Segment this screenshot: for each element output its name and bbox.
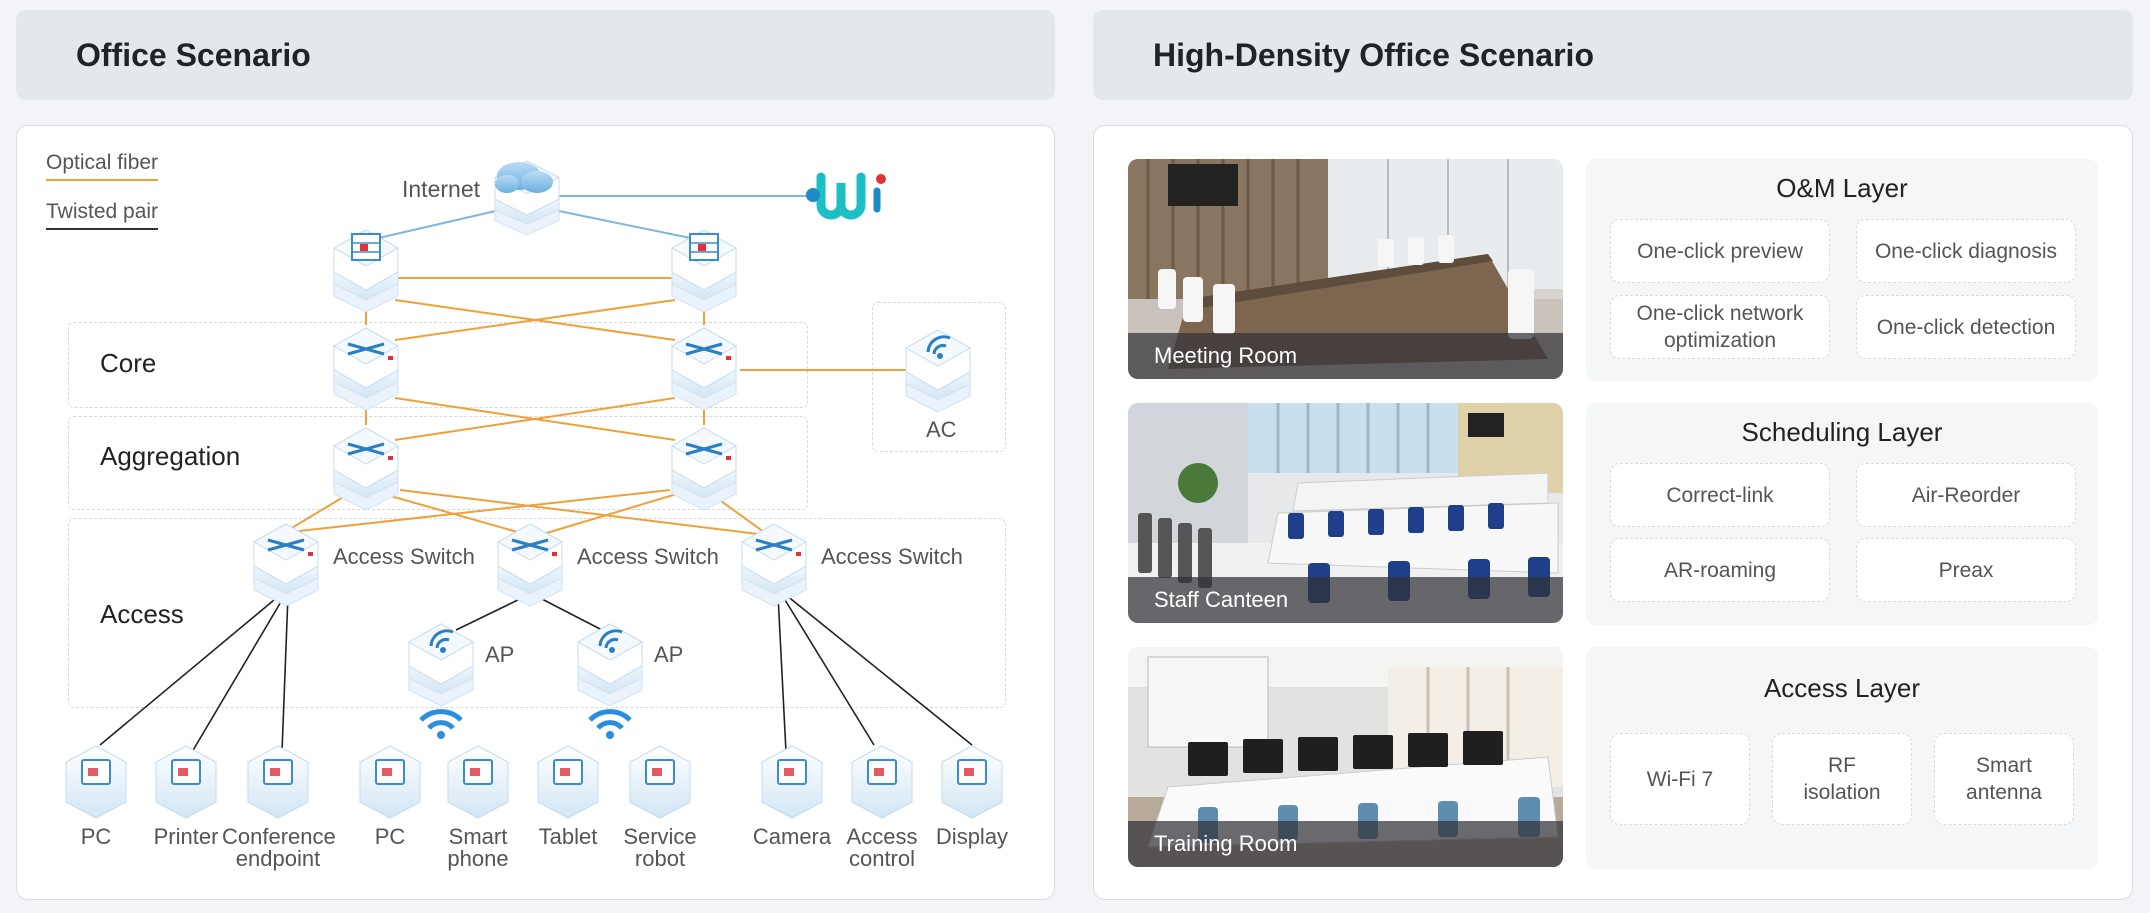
core-switch-left-icon bbox=[334, 328, 398, 410]
one-click-diagnosis: One-click diagnosis bbox=[1856, 219, 2076, 283]
access-layer-title: Access Layer bbox=[1763, 673, 1921, 703]
smart-antenna: Smart antenna bbox=[1934, 733, 2074, 825]
service-robot-icon bbox=[629, 745, 691, 819]
camera-icon bbox=[761, 745, 823, 819]
ac-zone bbox=[872, 302, 1006, 452]
aggregation-label: Aggregation bbox=[100, 441, 241, 471]
wifi-7: Wi-Fi 7 bbox=[1610, 733, 1750, 825]
internet-label: Internet bbox=[402, 176, 480, 202]
camera-label: Camera bbox=[752, 824, 832, 849]
air-reorder: Air-Reorder bbox=[1856, 463, 2076, 527]
aggregation-switch-left-icon bbox=[334, 428, 398, 510]
cloud-icon bbox=[494, 160, 560, 236]
om-layer: O&M Layer One-click preview One-click di… bbox=[1586, 159, 2098, 381]
printer-icon bbox=[155, 745, 217, 819]
access-switch-3-label: Access Switch bbox=[821, 544, 963, 569]
scheduling-layer: Scheduling Layer Correct-link Air-Reorde… bbox=[1586, 403, 2098, 625]
correct-link: Correct-link bbox=[1610, 463, 1830, 527]
antenna-line-2: antenna bbox=[1966, 781, 2042, 804]
tablet-icon bbox=[537, 745, 599, 819]
access-control-icon bbox=[851, 745, 913, 819]
access-switch-2-label: Access Switch bbox=[577, 544, 719, 569]
one-click-network-optimization: One-click network optimization bbox=[1610, 295, 1830, 359]
firewall-left-icon bbox=[334, 230, 398, 312]
conference-endpoint-icon bbox=[247, 745, 309, 819]
smartphone-label-2: phone bbox=[447, 846, 509, 871]
display-icon bbox=[941, 745, 1003, 819]
meeting-room-caption: Meeting Room bbox=[1128, 333, 1563, 379]
access-control-label-2: control bbox=[848, 846, 916, 871]
conference-endpoint-label-2: endpoint bbox=[235, 846, 321, 871]
left-panel-title: Office Scenario bbox=[76, 37, 311, 73]
staff-canteen-caption: Staff Canteen bbox=[1128, 577, 1563, 623]
pc-label: PC bbox=[80, 824, 112, 849]
access-control-label-1: Access bbox=[846, 824, 918, 849]
service-robot-label-1: Service bbox=[623, 824, 697, 849]
rf-isolation: RF isolation bbox=[1772, 733, 1912, 825]
legend-twisted-label: Twisted pair bbox=[46, 200, 159, 223]
tablet-label: Tablet bbox=[538, 824, 598, 849]
left-panel-header: Office Scenario bbox=[16, 10, 1055, 100]
training-room-caption: Training Room bbox=[1128, 821, 1563, 867]
access-zone bbox=[68, 518, 1006, 708]
display-label: Display bbox=[935, 824, 1009, 849]
ac-icon bbox=[906, 330, 970, 412]
core-zone bbox=[68, 322, 808, 408]
ap-1-label: AP bbox=[485, 642, 515, 667]
rf-line-2: isolation bbox=[1803, 781, 1881, 804]
uplink-lines bbox=[369, 195, 815, 241]
ap-1-icon bbox=[409, 624, 473, 706]
conference-endpoint-label-1: Conference bbox=[222, 824, 336, 849]
wifi-signal-2-icon bbox=[590, 712, 630, 739]
access-switch-2-icon bbox=[498, 524, 562, 606]
access-switch-3-icon bbox=[742, 524, 806, 606]
training-room-photo: Training Room bbox=[1128, 647, 1563, 867]
ap-2-icon bbox=[578, 624, 642, 706]
access-label: Access bbox=[100, 599, 184, 629]
smartphone-label-1: Smart bbox=[448, 824, 508, 849]
one-click-detection: One-click detection bbox=[1856, 295, 2076, 359]
om-feature-line-1: One-click network bbox=[1636, 302, 1804, 325]
staff-canteen-photo: Staff Canteen bbox=[1128, 403, 1563, 623]
access-layer: Access Layer Wi-Fi 7 RF isolation Smart … bbox=[1586, 647, 2098, 869]
antenna-line-1: Smart bbox=[1975, 754, 2032, 777]
right-panel-header: High-Density Office Scenario bbox=[1093, 10, 2133, 100]
access-switch-1-label: Access Switch bbox=[333, 544, 475, 569]
meeting-room-photo: Meeting Room bbox=[1128, 159, 1563, 379]
aggregation-switch-right-icon bbox=[672, 428, 736, 510]
rf-line-1: RF bbox=[1828, 754, 1856, 777]
legend-fiber-label: Optical fiber bbox=[46, 151, 159, 174]
fiber-lines bbox=[279, 277, 910, 536]
legend-fiber: Optical fiber bbox=[46, 151, 159, 181]
ar-roaming: AR-roaming bbox=[1610, 538, 1830, 602]
om-feature-line-2: optimization bbox=[1663, 329, 1777, 352]
scheduling-layer-title: Scheduling Layer bbox=[1741, 417, 1943, 447]
wifi-signal-1-icon bbox=[421, 712, 461, 739]
core-switch-right-icon bbox=[672, 328, 736, 410]
right-panel-title: High-Density Office Scenario bbox=[1153, 37, 1594, 73]
preax: Preax bbox=[1856, 538, 2076, 602]
wifi-logo-icon bbox=[806, 172, 886, 220]
printer-label: Printer bbox=[153, 824, 219, 849]
om-layer-title: O&M Layer bbox=[1776, 173, 1908, 203]
pc-2-label: PC bbox=[374, 824, 406, 849]
twisted-pair-lines bbox=[99, 594, 973, 753]
ac-label: AC bbox=[926, 417, 957, 442]
pc-2-icon bbox=[359, 745, 421, 819]
smartphone-icon bbox=[447, 745, 509, 819]
firewall-right-icon bbox=[672, 230, 736, 312]
legend-twisted: Twisted pair bbox=[46, 200, 159, 230]
access-switch-1-icon bbox=[254, 524, 318, 606]
service-robot-label-2: robot bbox=[634, 846, 686, 871]
one-click-preview: One-click preview bbox=[1610, 219, 1830, 283]
core-label: Core bbox=[100, 348, 157, 378]
pc-icon bbox=[65, 745, 127, 819]
ap-2-label: AP bbox=[654, 642, 684, 667]
